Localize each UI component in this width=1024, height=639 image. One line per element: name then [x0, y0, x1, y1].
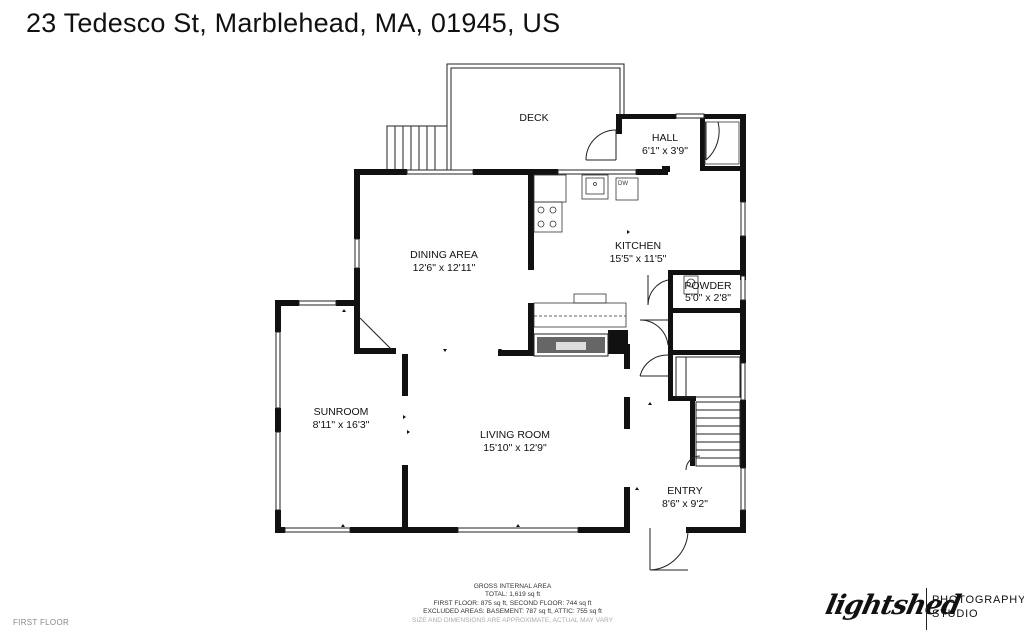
area-excluded: EXCLUDED AREAS: BASEMENT: 787 sq ft, ATT… — [423, 608, 602, 616]
room-dims-kitchen: 15'5" x 11'5" — [610, 253, 667, 265]
dishwasher-label: DW — [618, 181, 628, 187]
room-name-hall: HALL — [652, 132, 678, 144]
room-name-living: LIVING ROOM — [480, 429, 550, 441]
property-address-title: 23 Tedesco St, Marblehead, MA, 01945, US — [26, 8, 561, 38]
room-name-sunroom: SUNROOM — [314, 406, 369, 418]
powder-fixtures — [683, 275, 699, 295]
room-dims-hall: 6'1" x 3'9" — [642, 145, 688, 157]
logo-studio-text: PHOTOGRAPHY STUDIO — [932, 593, 1024, 621]
area-floors: FIRST FLOOR: 875 sq ft, SECOND FLOOR: 74… — [433, 599, 592, 607]
staircase — [675, 356, 741, 467]
room-name-deck: DECK — [519, 112, 548, 124]
deck-outline — [446, 63, 625, 170]
walls — [275, 114, 746, 533]
room-dims-powder: 5'0" x 2'8" — [685, 292, 731, 304]
studio-logo: lightshed PHOTOGRAPHY STUDIO — [823, 588, 1024, 634]
room-name-kitchen: KITCHEN — [615, 240, 661, 252]
area-heading: GROSS INTERNAL AREA — [473, 583, 552, 590]
room-dims-living: 15'10" x 12'9" — [483, 442, 547, 454]
kitchen-fixtures — [533, 174, 639, 328]
logo-divider — [926, 588, 927, 630]
area-disclaimer: SIZE AND DIMENSIONS ARE APPROXIMATE, ACT… — [411, 616, 614, 624]
area-summary: GROSS INTERNAL AREA TOTAL: 1,619 sq ft F… — [380, 583, 645, 625]
doorway-markers — [341, 230, 652, 527]
room-dims-dining: 12'6" x 12'11" — [413, 262, 476, 274]
room-name-powder: POWDER — [684, 280, 732, 292]
logo-line1: PHOTOGRAPHY — [932, 594, 1024, 606]
logo-line2: STUDIO — [932, 608, 979, 620]
hall-closet — [704, 121, 740, 165]
room-dims-entry: 8'6" x 9'2" — [662, 498, 708, 510]
room-name-entry: ENTRY — [667, 485, 702, 497]
floor-label: FIRST FLOOR — [13, 618, 70, 627]
deck-stairs — [386, 125, 448, 171]
windows — [275, 113, 746, 533]
room-dims-sunroom: 8'11" x 16'3" — [313, 419, 370, 431]
doors — [359, 121, 720, 571]
area-total: TOTAL: 1,619 sq ft — [484, 591, 541, 599]
fireplace — [533, 333, 609, 357]
room-name-dining: DINING AREA — [410, 249, 478, 261]
